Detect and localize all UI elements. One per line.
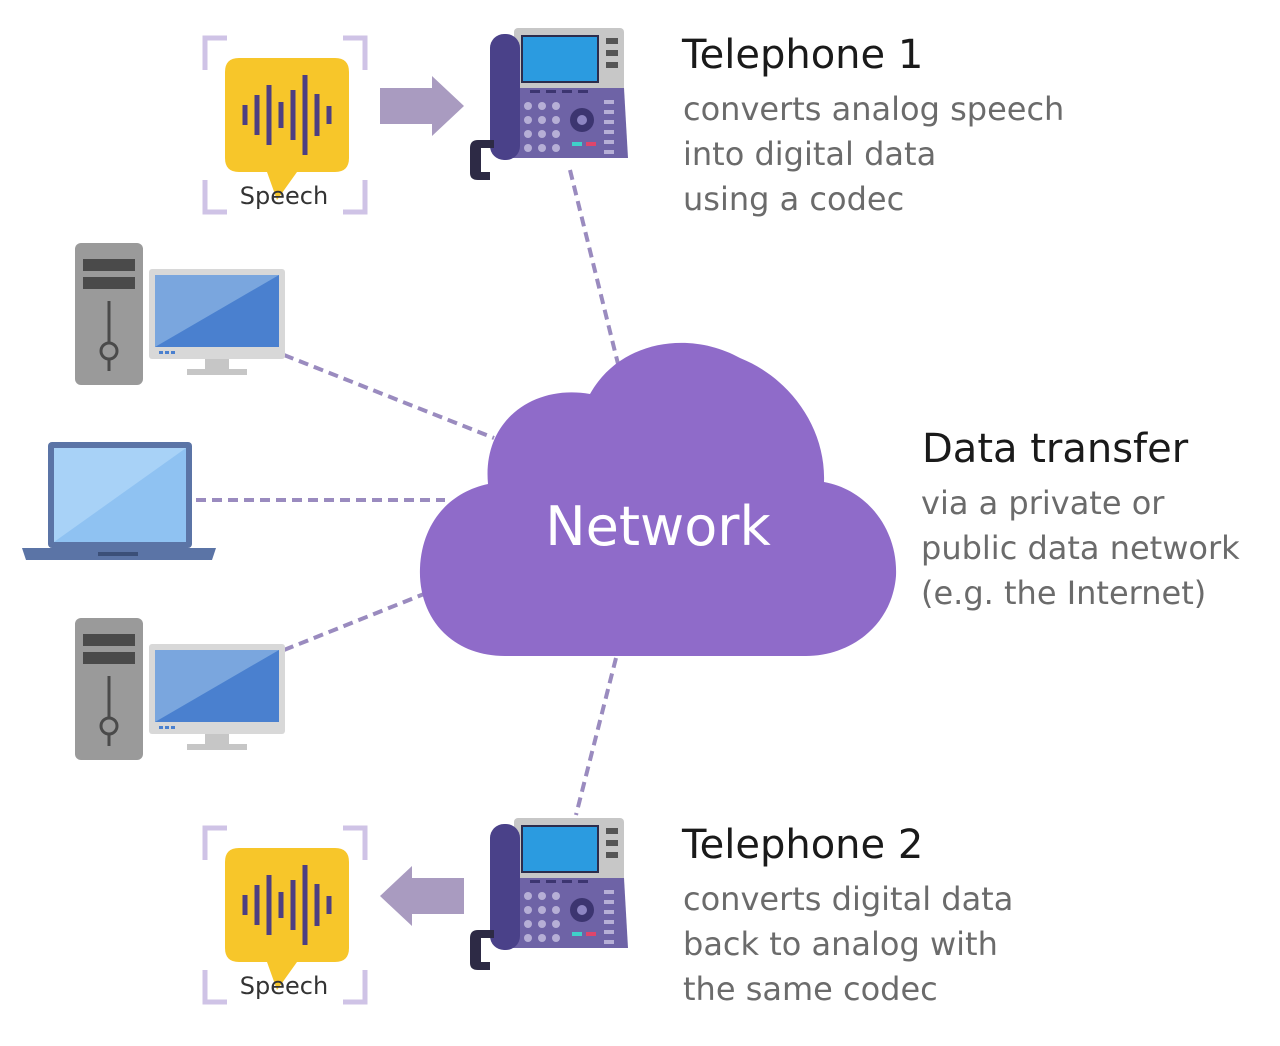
speech-top-label: Speech: [239, 182, 329, 210]
network-cloud-icon: [419, 342, 897, 656]
data-transfer-line-3: (e.g. the Internet): [921, 574, 1207, 612]
laptop-icon: [22, 442, 216, 560]
ip-phone-icon: [469, 817, 629, 971]
telephone1-line-3: using a codec: [683, 180, 905, 218]
speech-bottom-label: Speech: [239, 972, 329, 1000]
link-telephone1-network: [568, 169, 624, 381]
telephone2-description: converts digital data back to analog wit…: [683, 877, 1013, 1012]
telephone1-description: converts analog speech into digital data…: [683, 87, 1064, 222]
ip-phone-icon: [469, 27, 629, 181]
telephone1-line-1: converts analog speech: [683, 90, 1065, 128]
telephone1-line-2: into digital data: [683, 135, 937, 173]
data-transfer-line-1: via a private or: [921, 484, 1165, 522]
telephone2-line-3: the same codec: [683, 970, 938, 1008]
link-network-telephone2: [574, 657, 618, 816]
telephone2-line-1: converts digital data: [683, 880, 1014, 918]
link-desktop1-network: [283, 353, 495, 440]
desktop-computer-icon: [73, 616, 287, 762]
data-transfer-title: Data transfer: [922, 426, 1189, 472]
telephone2-title: Telephone 2: [682, 822, 924, 868]
data-transfer-description: via a private or public data network (e.…: [921, 481, 1240, 616]
telephone1-title: Telephone 1: [682, 32, 924, 78]
telephone2-line-2: back to analog with: [683, 925, 998, 963]
desktop-computer-icon: [73, 241, 287, 387]
arrow-left-icon: [380, 866, 464, 926]
link-desktop2-network: [283, 592, 425, 652]
arrow-right-icon: [380, 76, 464, 136]
network-label: Network: [545, 495, 771, 558]
data-transfer-line-2: public data network: [921, 529, 1240, 567]
